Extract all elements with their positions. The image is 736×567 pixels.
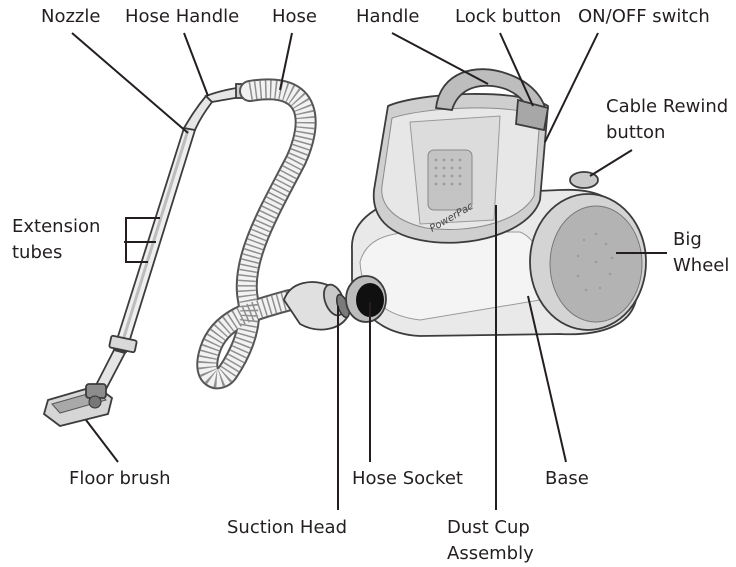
label-lock-button: Lock button [455,6,562,27]
label-dust-cup-assembly: Dust Cup Assembly [447,515,534,567]
label-extension-tubes-line1: Extension [12,216,101,237]
floor-brush-pointer [85,419,119,463]
on-off-switch-pointer [544,32,599,143]
label-dust-cup-line1: Dust Cup [447,517,530,538]
label-on-off-switch: ON/OFF switch [578,6,710,27]
label-nozzle: Nozzle [41,6,101,27]
label-hose-handle: Hose Handle [125,6,240,27]
label-extension-tubes: Extension tubes [12,214,100,266]
label-big-wheel-line1: Big [673,229,702,250]
nozzle-pointer [71,32,189,134]
label-suction-head: Suction Head [227,517,347,538]
hose-pointer [279,32,293,91]
label-cable-rewind-line2: button [606,122,666,143]
label-hose-socket: Hose Socket [352,468,463,489]
suction-head-drawing [283,281,350,331]
label-hose: Hose [272,6,317,27]
handle-pointer [391,32,489,85]
lock-button-pointer [499,32,534,107]
cable-rewind-pointer [589,149,633,177]
label-cable-rewind-line1: Cable Rewind [606,96,729,117]
hose-handle-pointer [183,32,209,97]
base-pointer [527,295,567,463]
hose-drawing [196,78,317,390]
label-big-wheel: Big Wheel [673,227,729,279]
label-dust-cup-line2: Assembly [447,543,534,564]
label-cable-rewind-button: Cable Rewind button [606,94,728,146]
label-extension-tubes-line2: tubes [12,242,63,263]
floor-brush-drawing [42,383,114,427]
label-handle: Handle [356,6,420,27]
label-floor-brush: Floor brush [69,468,171,489]
extension-tubes-bracket [125,217,160,263]
label-base: Base [545,468,589,489]
label-big-wheel-line2: Wheel [673,255,730,276]
leader-lines [71,32,667,510]
